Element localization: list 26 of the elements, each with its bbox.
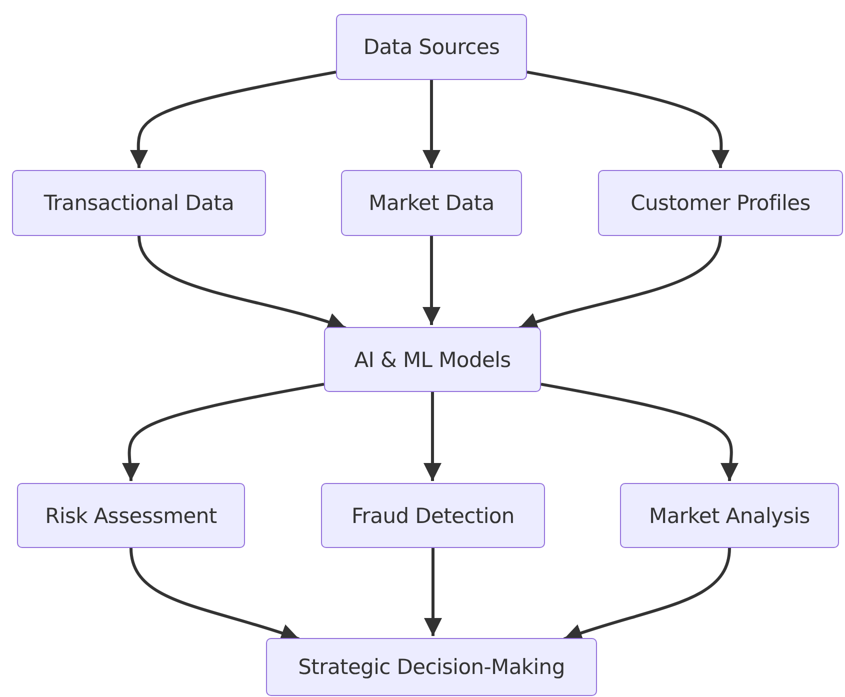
process-box: [336, 14, 527, 80]
node-label: Risk Assessment: [45, 504, 217, 528]
arrow: [424, 392, 442, 481]
node-label: Strategic Decision-Making: [298, 655, 565, 679]
process-box: [12, 170, 266, 236]
process-box: [17, 483, 245, 548]
process-box: [266, 638, 597, 696]
process-box: [341, 170, 522, 236]
process-box: [324, 327, 541, 392]
node-label: Market Analysis: [649, 504, 810, 528]
arrow: [422, 80, 440, 168]
node-label: Transactional Data: [44, 191, 234, 215]
node-label: Market Data: [368, 191, 494, 215]
arrow: [121, 382, 324, 482]
arrow: [130, 70, 336, 168]
node-label: Fraud Detection: [352, 504, 514, 528]
arrow: [424, 548, 442, 636]
arrow: [422, 236, 440, 325]
node-label: Data Sources: [363, 35, 500, 59]
arrow: [526, 70, 730, 168]
arrow: [540, 382, 740, 482]
node-label: Customer Profiles: [630, 191, 810, 215]
process-box: [321, 483, 545, 548]
process-box: [620, 483, 839, 548]
process-box: [598, 170, 843, 236]
node-label: AI & ML Models: [354, 348, 511, 372]
